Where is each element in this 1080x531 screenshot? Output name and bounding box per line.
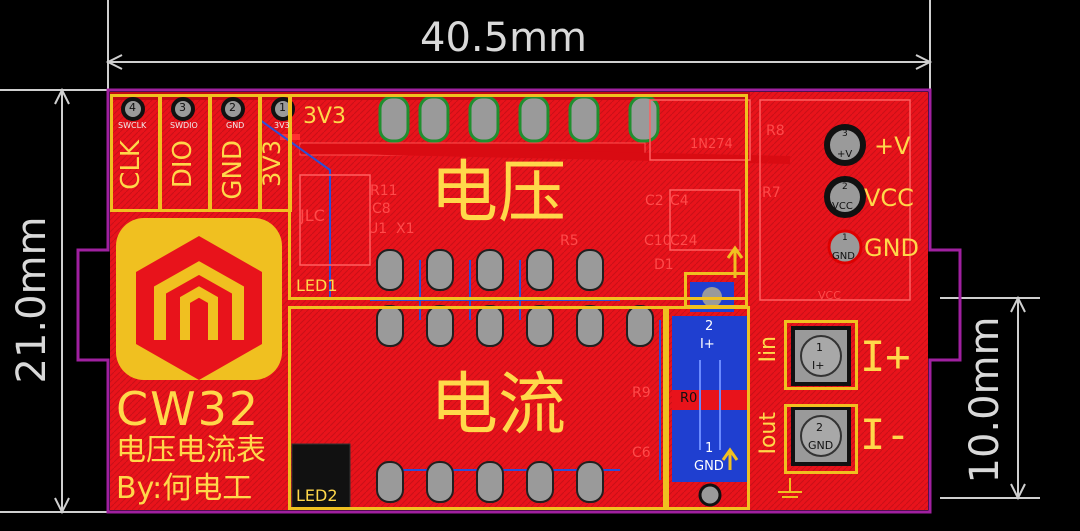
header-pin-name: SWDIO bbox=[170, 121, 198, 130]
power-pin-num: 1 bbox=[842, 233, 848, 243]
silk-refdes: C10 bbox=[644, 233, 672, 249]
header-pin-name: 3V3 bbox=[274, 121, 290, 130]
header-pin-label: 3V3 bbox=[258, 140, 286, 187]
shunt-bottom-name: GND bbox=[694, 459, 724, 474]
voltage-section-box bbox=[288, 94, 748, 300]
current-pin-label: I+ bbox=[860, 332, 911, 381]
current-pin-num: 2 bbox=[816, 421, 823, 434]
power-pin-num: 2 bbox=[842, 182, 848, 192]
silk-refdes: D1 bbox=[654, 257, 674, 273]
current-pin-name: I+ bbox=[812, 359, 825, 372]
header-cell-4 bbox=[260, 94, 292, 212]
middle-pads bbox=[376, 249, 654, 503]
iout-label: Iout bbox=[756, 412, 781, 455]
current-pin-num: 1 bbox=[816, 341, 823, 354]
silk-refdes: C6 bbox=[632, 445, 651, 461]
board-outline bbox=[76, 88, 962, 514]
header-pin-num: 1 bbox=[279, 101, 286, 114]
dimension-lines bbox=[0, 0, 1040, 515]
current-title: 电流 bbox=[430, 366, 567, 445]
header-pin-name: SWCLK bbox=[118, 121, 147, 130]
header-pin-label: GND bbox=[218, 140, 248, 200]
led1-box bbox=[684, 272, 748, 308]
current-section-box bbox=[288, 306, 666, 510]
current-pin-name: GND bbox=[808, 439, 834, 452]
header-cell-3 bbox=[210, 94, 260, 212]
power-pin-name: +V bbox=[837, 149, 853, 160]
dimension-height-label: 21.0mm bbox=[9, 216, 55, 384]
current-pin-label: I- bbox=[860, 410, 911, 459]
iin-label: Iin bbox=[756, 336, 781, 363]
header-pin-label: CLK bbox=[116, 140, 146, 190]
dimension-section-label: 10.0mm bbox=[962, 316, 1008, 484]
shunt-bottom-num: 1 bbox=[705, 441, 714, 456]
header-cell-1 bbox=[110, 94, 160, 212]
dimension-width-label: 40.5mm bbox=[420, 15, 587, 61]
silk-refdes: R11 bbox=[370, 183, 398, 199]
terminal-box-bottom bbox=[784, 404, 858, 474]
power-pin-name: VCC bbox=[832, 201, 853, 212]
silk-refdes: R0 bbox=[680, 391, 698, 406]
trace-3v3-label: 3V3 bbox=[303, 104, 347, 129]
silk-refdes: C24 bbox=[670, 233, 698, 249]
shunt-top-num: 2 bbox=[705, 319, 714, 334]
subtitle-label: 电压电流表 bbox=[116, 433, 266, 468]
power-pads bbox=[824, 124, 866, 265]
author-label: By:何电工 bbox=[116, 471, 253, 506]
header-cell-2 bbox=[160, 94, 210, 212]
header-pin-label: DIO bbox=[168, 140, 198, 189]
header-pin-num: 2 bbox=[229, 101, 236, 114]
led1-label: LED1 bbox=[296, 276, 338, 295]
silk-refdes: R8 bbox=[766, 123, 785, 139]
cw32-logo bbox=[116, 218, 282, 380]
silk-refdes: C8 bbox=[372, 201, 391, 217]
silk-refdes: JLC bbox=[300, 206, 325, 225]
debug-header-pads bbox=[121, 97, 295, 121]
header-pin-num: 3 bbox=[179, 101, 186, 114]
power-pin-name: GND bbox=[832, 251, 855, 262]
silk-refdes: C2 bbox=[645, 193, 664, 209]
silk-refdes: C4 bbox=[670, 193, 689, 209]
shunt-top-name: I+ bbox=[700, 337, 715, 352]
silk-refdes: X1 bbox=[396, 221, 415, 237]
power-pin-label: VCC bbox=[864, 184, 914, 212]
power-pin-num: 3 bbox=[842, 129, 848, 139]
silk-refdes: 1N274 bbox=[690, 137, 733, 152]
voltage-title: 电压 bbox=[430, 154, 567, 233]
silk-refdes: R7 bbox=[762, 185, 781, 201]
silk-refdes: R9 bbox=[632, 385, 651, 401]
header-pin-name: GND bbox=[226, 121, 245, 130]
brand-label: CW32 bbox=[116, 382, 261, 436]
led2-label: LED2 bbox=[296, 486, 338, 505]
silk-refdes: VCC bbox=[818, 289, 841, 302]
power-pin-label: +V bbox=[874, 132, 911, 160]
header-pin-num: 4 bbox=[129, 101, 136, 114]
terminal-box-top bbox=[784, 320, 858, 390]
silk-refdes: R5 bbox=[560, 233, 579, 249]
power-pin-label: GND bbox=[864, 234, 920, 262]
silk-refdes: U1 bbox=[368, 221, 388, 237]
top-pad-row bbox=[378, 95, 660, 143]
